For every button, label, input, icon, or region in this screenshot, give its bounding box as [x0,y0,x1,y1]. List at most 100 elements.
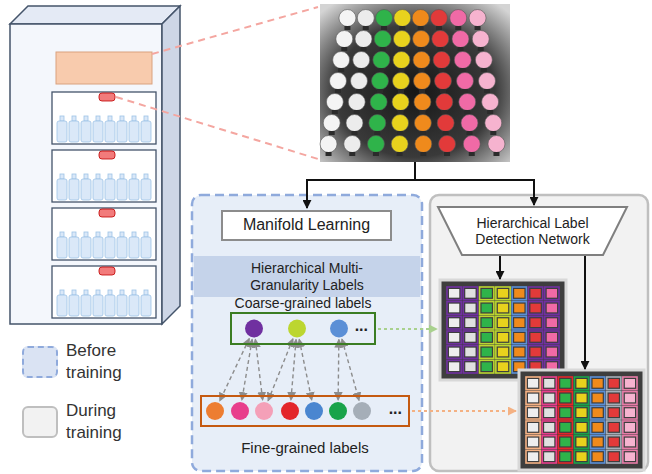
bottle-cap [369,115,386,132]
detection-box [607,406,621,419]
bottle-label [418,47,424,51]
product [482,333,492,342]
detection-box [607,436,621,449]
product [576,394,586,403]
bottle [141,237,151,258]
product [498,333,508,342]
detection-box [591,406,605,419]
bottle-label [464,110,470,114]
bottle [105,179,115,200]
legend-swatch [22,346,58,378]
detection-box [574,421,588,434]
bottle-neck [72,174,76,179]
bottle-label [443,131,449,135]
bottle-label [469,152,475,156]
product [544,438,554,447]
product [560,452,570,461]
bottle-neck [144,232,148,237]
bottle-cap [415,136,432,153]
group-heading: Coarse-grained labels [235,294,372,312]
product [625,423,635,432]
relation-arrow [242,339,252,400]
bottle-neck [120,116,124,121]
bottle [81,237,91,258]
product [544,408,554,417]
bottle-cap [432,31,449,48]
bottle-label [361,47,367,51]
bottle [105,121,115,142]
bottle-neck [84,232,88,237]
detection-box [528,331,542,344]
cabinet-panel [56,52,152,84]
bottle-label [374,131,380,135]
bottle-cap [394,10,411,27]
bottle-cap [485,115,502,132]
product [560,379,570,388]
label-dot [305,402,323,420]
bottle-cap [488,136,505,153]
bottle-label [344,26,350,30]
product [560,423,570,432]
bottle-label [420,131,426,135]
legend-label: During training [66,400,158,444]
detection-box [558,377,572,390]
bottle-cap [355,31,372,48]
detection-box [558,406,572,419]
bottle-cap [412,10,429,27]
detection-box [463,302,477,315]
bottle-label [399,26,405,30]
bottle-cap [413,31,430,48]
bottle-label [398,68,404,72]
flow-arrow [307,162,415,208]
detection-box [480,331,494,344]
bottle [81,179,91,200]
bottle [117,237,127,258]
bottle-cap [452,31,469,48]
product [449,304,459,313]
detection-box [480,360,494,373]
product [544,379,554,388]
detection-box [496,346,510,359]
bottle-label [354,110,360,114]
detection-box [526,450,540,463]
bottle-label [444,152,450,156]
relation-arrow [337,339,339,400]
bottle-cap [414,73,431,90]
cabinet-top [10,6,180,24]
product [593,438,603,447]
bottle-cap [475,52,492,69]
bottle-label [332,110,338,114]
bottle-cap [374,31,391,48]
product [514,318,524,327]
bottle-neck [132,232,136,237]
bottle-label [478,47,484,51]
bottle-neck [108,174,112,179]
detection-box [591,421,605,434]
bottle-neck [96,116,100,121]
product [576,379,586,388]
bottle-label [418,26,424,30]
bottle-cap [392,94,409,111]
product [576,423,586,432]
bottle-cap [461,115,478,132]
bottle-label [437,47,443,51]
product [625,438,635,447]
bottle-cap [344,136,361,153]
camera [99,93,115,101]
bottle-neck [96,232,100,237]
bottle [105,295,115,316]
detection-box [528,346,542,359]
bottle [69,237,79,258]
bottle [81,121,91,142]
detection-box [623,450,637,463]
bottle-cap [393,31,410,48]
product [576,452,586,461]
bottle-neck [108,290,112,295]
bottle-label [381,26,387,30]
product [482,348,492,357]
label-dot [329,402,347,420]
detection-box [463,331,477,344]
bottle-label [380,47,386,51]
bottle [129,179,139,200]
bottle-cap [414,115,431,132]
